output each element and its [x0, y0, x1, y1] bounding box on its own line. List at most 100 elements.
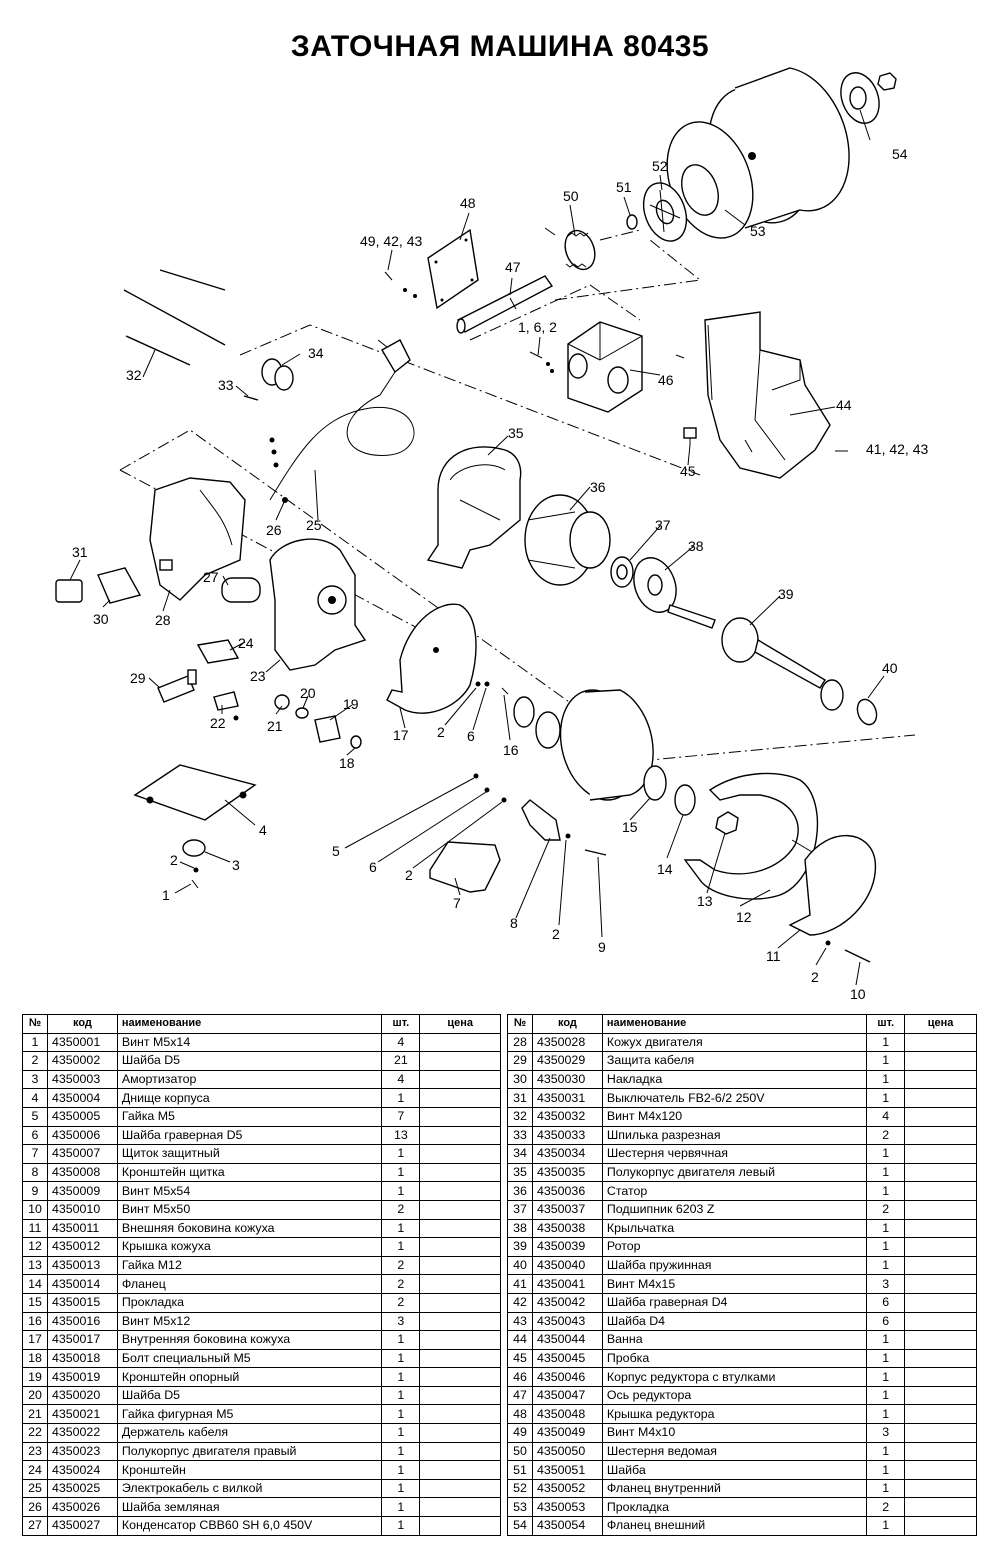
- cell-code: 4350019: [46, 1367, 118, 1387]
- cell-name: Винт М4х120: [601, 1106, 868, 1127]
- cell-name: Шайба: [601, 1460, 868, 1480]
- cell-number: 33: [507, 1125, 533, 1146]
- header-name: наименование: [116, 1014, 383, 1034]
- cell-code: 4350009: [46, 1181, 118, 1201]
- cell-number: 41: [507, 1274, 533, 1294]
- page-title: ЗАТОЧНАЯ МАШИНА 80435: [290, 30, 710, 63]
- cell-number: 48: [507, 1404, 533, 1425]
- callout-label: 45: [680, 463, 696, 479]
- cell-price: [419, 1218, 501, 1239]
- header-price: цена: [904, 1014, 977, 1034]
- cell-code: 4350023: [46, 1441, 118, 1462]
- cell-code: 4350018: [46, 1348, 118, 1369]
- cell-name: Прокладка: [116, 1292, 383, 1313]
- header-number: №: [22, 1014, 48, 1034]
- cell-number: 13: [22, 1255, 48, 1276]
- cell-quantity: 1: [866, 1367, 906, 1387]
- cell-number: 53: [507, 1497, 533, 1518]
- cell-name: Винт М4х10: [601, 1423, 868, 1443]
- callout-label: 47: [505, 259, 521, 275]
- cell-name: Шпилька разрезная: [601, 1125, 868, 1146]
- cell-code: 4350046: [531, 1367, 603, 1387]
- callout-label: 34: [308, 345, 324, 361]
- header-quantity: шт.: [381, 1014, 421, 1034]
- cell-name: Внешняя боковина кожуха: [116, 1218, 383, 1239]
- callout-label: 40: [882, 660, 898, 676]
- cell-code: 4350007: [46, 1144, 118, 1164]
- cell-code: 4350035: [531, 1162, 603, 1183]
- cell-price: [419, 1478, 501, 1499]
- cell-quantity: 1: [381, 1162, 421, 1183]
- callout-label: 2: [437, 724, 445, 740]
- cell-quantity: 1: [381, 1144, 421, 1164]
- cell-price: [419, 1385, 501, 1406]
- callout-label: 39: [778, 586, 794, 602]
- cell-quantity: 13: [381, 1125, 421, 1146]
- cell-number: 38: [507, 1218, 533, 1239]
- callout-label: 20: [300, 685, 316, 701]
- cell-price: [904, 1516, 977, 1536]
- cell-number: 30: [507, 1069, 533, 1090]
- cell-number: 49: [507, 1423, 533, 1443]
- cell-quantity: 1: [381, 1404, 421, 1425]
- cell-price: [904, 1069, 977, 1090]
- cell-code: 4350043: [531, 1311, 603, 1332]
- cell-quantity: 2: [866, 1125, 906, 1146]
- callout-label: 2: [170, 852, 178, 868]
- callout-label: 48: [460, 195, 476, 211]
- cell-code: 4350033: [531, 1125, 603, 1146]
- callout-label: 36: [590, 479, 606, 495]
- cell-code: 4350003: [46, 1069, 118, 1090]
- cell-number: 37: [507, 1199, 533, 1220]
- header-code: код: [531, 1014, 603, 1034]
- cell-number: 18: [22, 1348, 48, 1369]
- cell-number: 20: [22, 1385, 48, 1406]
- cell-number: 9: [22, 1181, 48, 1201]
- cell-name: Пробка: [601, 1348, 868, 1369]
- cell-number: 54: [507, 1516, 533, 1536]
- callout-label: 19: [343, 696, 359, 712]
- cell-name: Шайба пружинная: [601, 1255, 868, 1276]
- callout-label: 11: [766, 948, 781, 964]
- cell-code: 4350037: [531, 1199, 603, 1220]
- callout-label: 25: [306, 517, 322, 533]
- cell-number: 2: [22, 1051, 48, 1071]
- callout-label: 38: [688, 538, 704, 554]
- cell-price: [419, 1162, 501, 1183]
- cell-quantity: 1: [381, 1441, 421, 1462]
- cell-price: [904, 1144, 977, 1164]
- callout-label: 41, 42, 43: [866, 441, 928, 457]
- cell-number: 52: [507, 1478, 533, 1499]
- callout-label: 10: [850, 986, 866, 1002]
- callout-label: 32: [126, 367, 142, 383]
- table-header-row: № код наименование шт. цена: [507, 1014, 977, 1034]
- cell-quantity: 2: [866, 1497, 906, 1518]
- cell-number: 5: [22, 1106, 48, 1127]
- cell-number: 44: [507, 1330, 533, 1350]
- cell-name: Крышка кожуха: [116, 1237, 383, 1257]
- cell-name: Днище корпуса: [116, 1088, 383, 1108]
- cell-name: Фланец: [116, 1274, 383, 1294]
- cell-name: Корпус редуктора с втулками: [601, 1367, 868, 1387]
- cell-quantity: 1: [866, 1330, 906, 1350]
- cell-code: 4350049: [531, 1423, 603, 1443]
- cell-code: 4350025: [46, 1478, 118, 1499]
- cell-price: [419, 1348, 501, 1369]
- cell-number: 36: [507, 1181, 533, 1201]
- cell-name: Полукорпус двигателя правый: [116, 1441, 383, 1462]
- cell-price: [904, 1385, 977, 1406]
